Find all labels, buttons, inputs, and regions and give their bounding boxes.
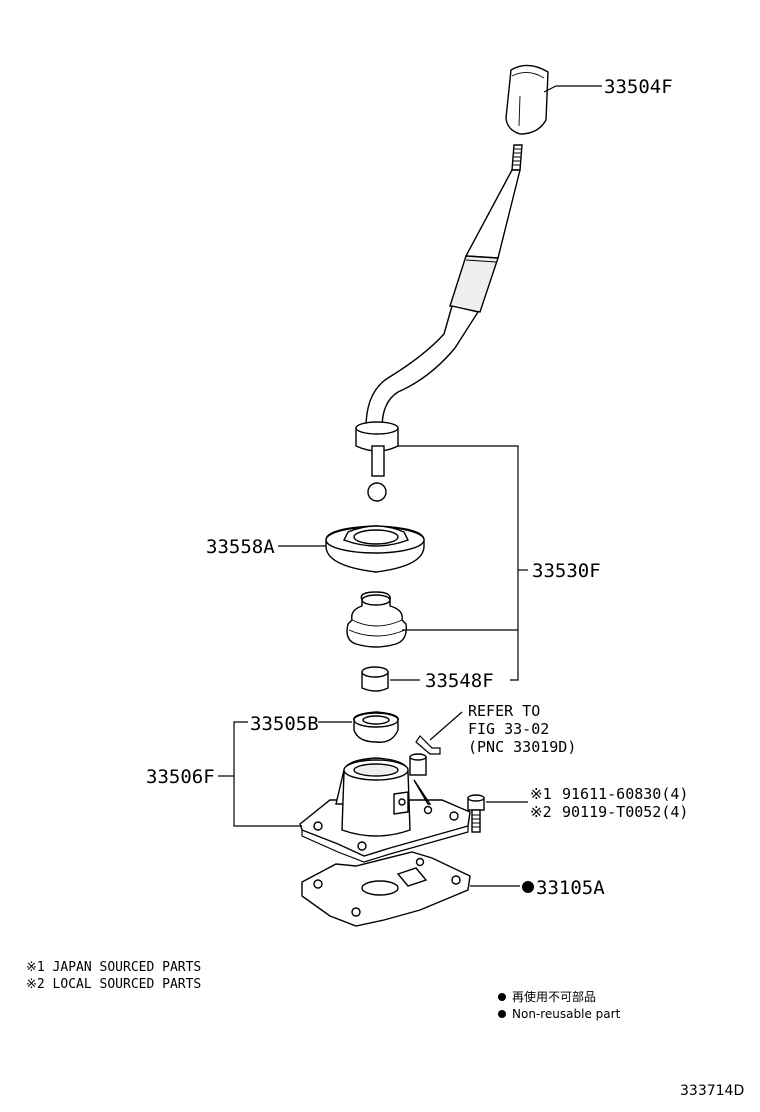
note-local-sourced: ※2 LOCAL SOURCED PARTS: [26, 977, 201, 992]
legend-english: Non-reusable part: [512, 1007, 621, 1021]
shift-knob-drawing[interactable]: [505, 64, 549, 135]
note-japan-sourced: ※1 JAPAN SOURCED PARTS: [26, 960, 201, 975]
label-boot-seal: 33505B: [250, 713, 319, 735]
legend-bullet-icon-2: [498, 1010, 506, 1018]
bushing-drawing[interactable]: [361, 666, 389, 692]
label-bushing: 33548F: [425, 670, 494, 692]
bolt-mark-1: ※1: [530, 785, 552, 803]
label-gasket: 33105A: [536, 877, 605, 899]
boot-seal-drawing[interactable]: [353, 711, 399, 743]
bolt-mark-2: ※2: [530, 803, 552, 821]
shift-lever-drawing[interactable]: [355, 144, 523, 502]
breather-tube-drawing[interactable]: [409, 735, 441, 776]
leader-lines: [218, 85, 602, 887]
bolt-part-1: 91611-60830(4): [562, 785, 688, 803]
shift-lever-seat-drawing[interactable]: [325, 525, 425, 573]
legend-bullet-icon: [498, 993, 506, 1001]
reference-line3: (PNC 33019D): [468, 738, 576, 756]
bolt-drawing[interactable]: [467, 794, 485, 833]
shift-lever-boot-drawing[interactable]: [346, 591, 407, 648]
reference-line2: FIG 33-02: [468, 720, 549, 738]
legend-japanese: 再使用不可部品: [512, 989, 596, 1004]
figure-number: 333714D: [680, 1083, 744, 1099]
retainer-housing-drawing[interactable]: [299, 757, 471, 863]
label-knob: 33504F: [604, 76, 673, 98]
label-seat: 33558A: [206, 536, 275, 558]
reference-line1: REFER TO: [468, 702, 540, 720]
label-lever-assy: 33530F: [532, 560, 601, 582]
label-retainer: 33506F: [146, 766, 215, 788]
bolt-part-2: 90119-T0052(4): [562, 803, 688, 821]
non-reusable-bullet-icon: [522, 881, 534, 893]
gasket-drawing[interactable]: [301, 851, 471, 927]
